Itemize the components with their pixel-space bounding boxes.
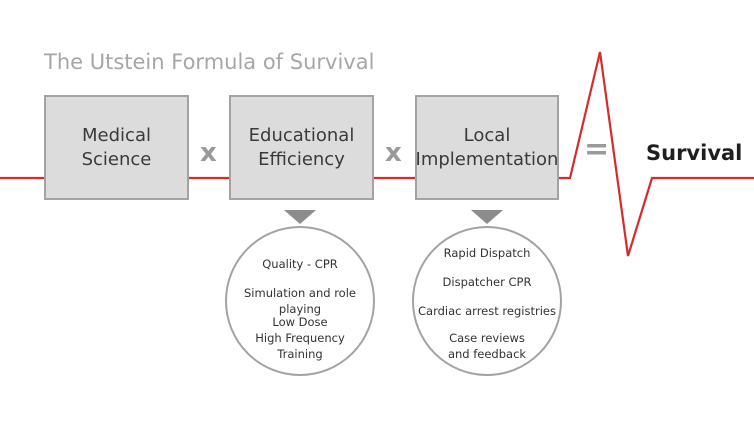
detail-item: Rapid Dispatch — [443, 246, 531, 260]
factor-label-line1: Educational — [248, 124, 355, 146]
result-survival: Survival — [646, 141, 743, 165]
ecg-spike — [559, 51, 754, 257]
heartbeat-line — [0, 51, 754, 257]
detail-item: Cardiac arrest registries — [418, 304, 556, 318]
multiply-operator-1: x — [200, 138, 217, 168]
factor-label-line2: Science — [81, 148, 152, 170]
factor-label-line1: Medical — [82, 124, 151, 146]
education-details-circle: Quality - CPR Simulation and role playin… — [225, 226, 375, 376]
arrow-down-education — [284, 210, 316, 224]
multiply-operator-2: x — [385, 138, 402, 168]
factor-local-implementation: Local Implementation — [415, 95, 559, 200]
detail-item: Low Dose High Frequency Training — [255, 315, 345, 361]
detail-item: Case reviews and feedback — [447, 331, 527, 361]
factor-label-line2: Implementation — [415, 148, 559, 170]
arrow-down-implementation — [471, 210, 503, 224]
diagram-title: The Utstein Formula of Survival — [44, 50, 375, 74]
detail-item: Simulation and role playing — [244, 286, 356, 316]
factor-medical-science: Medical Science — [44, 95, 189, 200]
equals-operator: = — [584, 132, 610, 167]
implementation-details-circle: Rapid Dispatch Dispatcher CPR Cardiac ar… — [412, 226, 562, 376]
factor-label-line1: Local — [463, 124, 511, 146]
detail-item: Dispatcher CPR — [442, 275, 532, 289]
factor-educational-efficiency: Educational Efficiency — [229, 95, 374, 200]
detail-item: Quality - CPR — [262, 257, 338, 271]
factor-label-line2: Efficiency — [258, 148, 345, 170]
